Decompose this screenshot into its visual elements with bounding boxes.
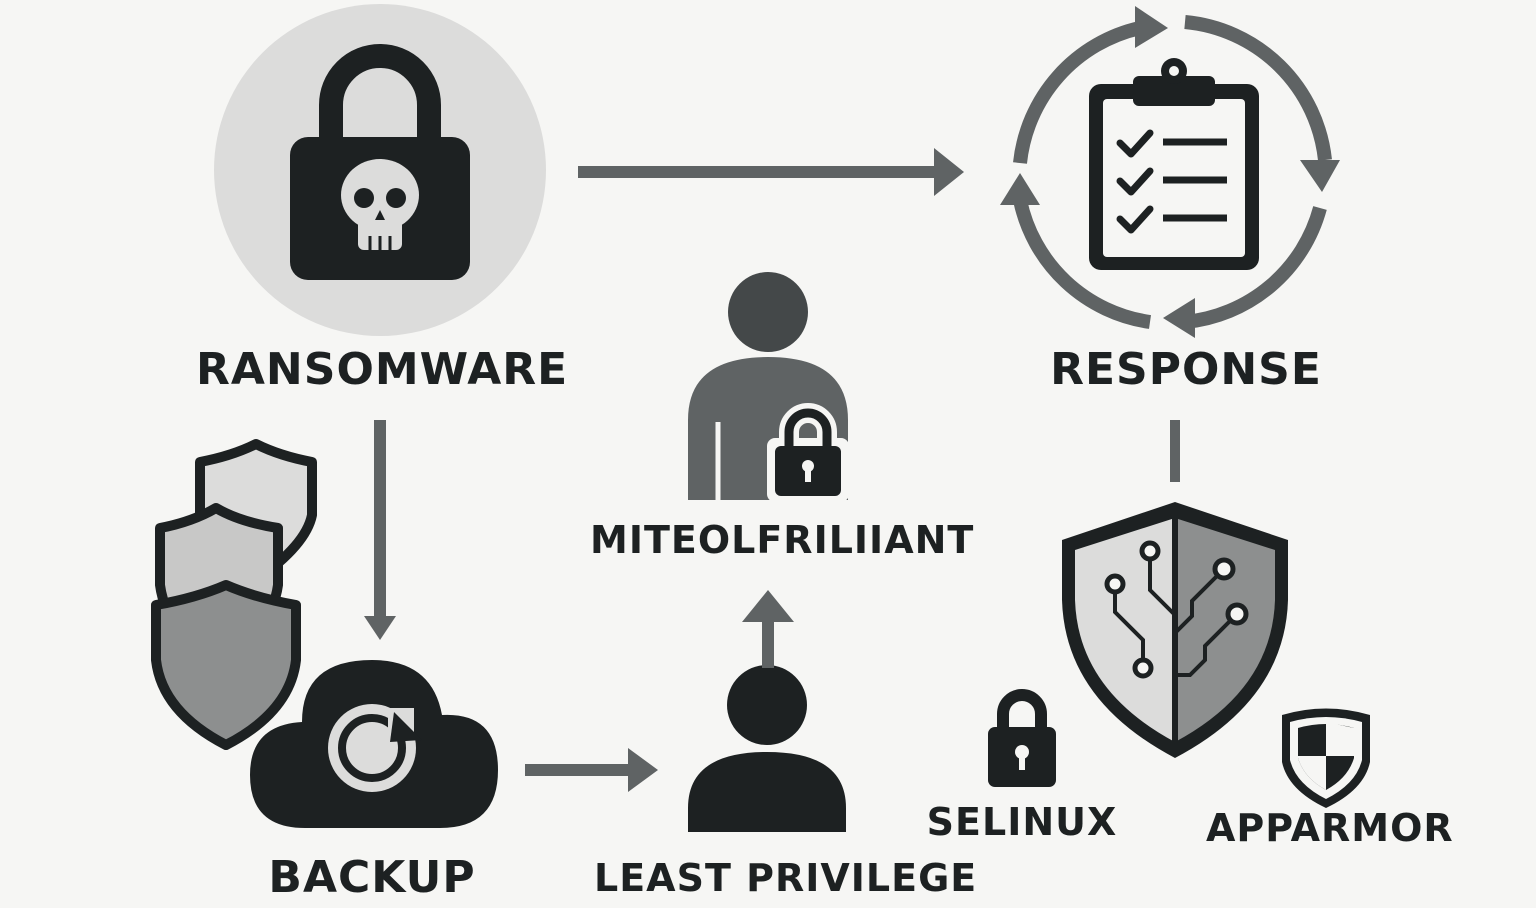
response-label: RESPONSE <box>1050 344 1322 395</box>
selinux-label: SELINUX <box>926 800 1118 844</box>
circuit-shield-icon <box>1062 502 1288 758</box>
ransomware-label: RANSOMWARE <box>196 344 569 395</box>
apparmor-label: APPARMOR <box>1206 806 1454 850</box>
arrow-ransomware-to-backup <box>364 420 396 640</box>
padlock-icon <box>988 689 1056 787</box>
miteolfriliiant-label: MITEOLFRILIIANT <box>590 518 975 562</box>
stacked-shields-icon <box>151 439 317 750</box>
arrow-least-privilege-to-miteolfriliiant <box>742 590 794 668</box>
cloud-sync-icon <box>250 660 498 828</box>
backup-label: BACKUP <box>268 852 476 903</box>
arrow-backup-to-least-privilege <box>525 748 658 792</box>
padlock-skull-icon <box>214 4 546 336</box>
shield-quadrant-icon <box>1282 708 1370 808</box>
checklist-cycle-icon <box>1000 6 1340 338</box>
least-privilege-label: LEAST PRIVILEGE <box>594 856 978 900</box>
user-icon <box>688 665 846 832</box>
user-lock-icon <box>688 272 849 502</box>
arrow-ransomware-to-response <box>578 148 964 196</box>
